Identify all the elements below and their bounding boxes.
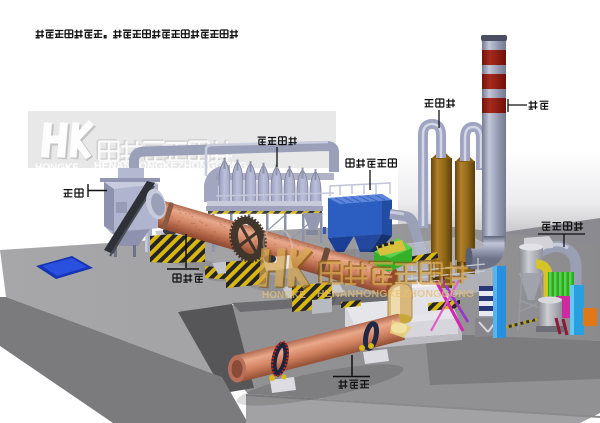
svg-text:HONGKE: HONGKE xyxy=(35,163,79,174)
svg-text:HONGKE: HONGKE xyxy=(262,290,306,301)
svg-text:HENANHONGKEZHONGGONG: HENANHONGKEZHONGGONG xyxy=(317,288,474,300)
